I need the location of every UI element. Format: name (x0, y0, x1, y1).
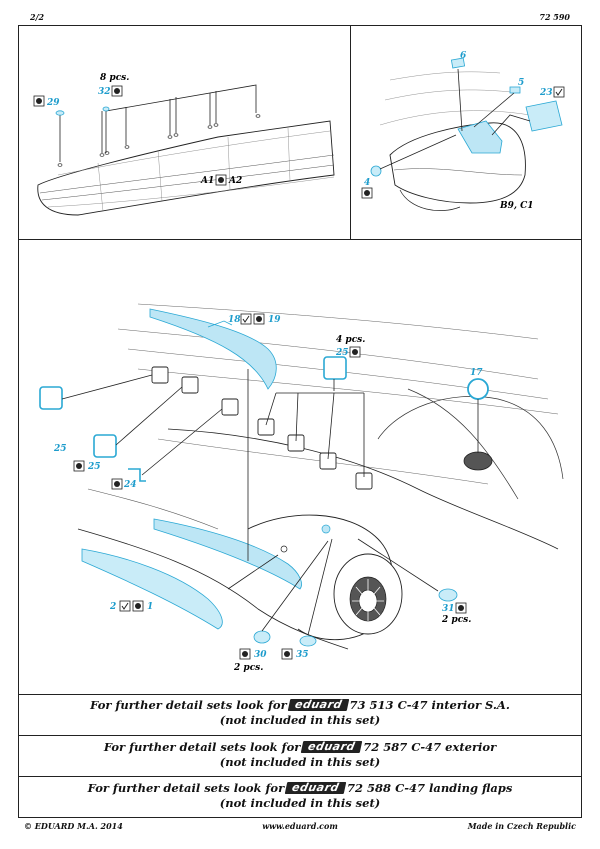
website-link[interactable]: www.eduard.com (262, 821, 338, 831)
svg-text:2 pcs.: 2 pcs. (441, 615, 471, 625)
cockpit-illustration: 6 5 23 4 B9, C1 (361, 51, 565, 211)
svg-text:2 pcs.: 2 pcs. (233, 663, 263, 673)
set-number: 72 590 (539, 12, 570, 22)
svg-text:19: 19 (268, 315, 281, 325)
note-divider (18, 735, 582, 736)
part-6-label: 6 (460, 51, 467, 61)
svg-text:18: 18 (228, 315, 241, 325)
notes-frame (18, 694, 582, 818)
eduard-logo: eduard (301, 740, 363, 753)
svg-text:24: 24 (123, 480, 137, 490)
caption-b9-c1: B9, C1 (499, 201, 534, 211)
svg-text:2: 2 (109, 602, 116, 612)
svg-text:1: 1 (147, 602, 153, 612)
part-25-left-label: 25 (53, 444, 67, 454)
part-32-label: 32 (98, 85, 123, 97)
part-2-1-label: 2 1 (109, 600, 153, 612)
svg-text:23: 23 (539, 88, 553, 98)
caption-a1-a2: A1 A2 (200, 174, 242, 186)
part-18-19-label: 18 19 (228, 313, 281, 325)
part-24-label: 24 (111, 478, 137, 490)
svg-text:30: 30 (254, 650, 267, 660)
part-5-label: 5 (518, 78, 524, 88)
svg-text:32: 32 (98, 87, 111, 97)
svg-text:25: 25 (87, 462, 101, 472)
part-25-top-label: 25 (335, 346, 361, 358)
part-25-mid-label: 25 (73, 460, 101, 472)
eduard-logo: eduard (284, 781, 347, 794)
part-17-label: 17 (470, 368, 483, 378)
svg-text:29: 29 (46, 98, 60, 108)
part-4-label: 4 (361, 178, 373, 199)
part-30-label: 30 2 pcs. (233, 648, 267, 673)
part-29-label: 29 (33, 95, 60, 108)
qty-8-pcs: 8 pcs. (100, 73, 129, 83)
svg-text:4: 4 (364, 178, 370, 188)
origin: Made in Czech Republic (467, 821, 576, 831)
note-divider (18, 776, 582, 777)
part-23-label: 23 (539, 86, 565, 98)
svg-text:31: 31 (442, 604, 455, 614)
svg-text:A1: A1 (200, 176, 214, 186)
part-31-label: 31 2 pcs. (441, 602, 471, 625)
svg-text:A2: A2 (228, 176, 242, 186)
wing-illustration: 29 32 8 pcs. A1 A2 (33, 73, 335, 216)
fuselage-illustration: 18 19 4 pcs. 25 17 25 25 24 2 1 30 2 pcs… (39, 303, 564, 673)
qty-windows: 4 pcs. (336, 335, 365, 345)
part-35-label: 35 (281, 648, 309, 660)
svg-text:25: 25 (335, 348, 349, 358)
svg-text:35: 35 (296, 650, 309, 660)
copyright: © EDUARD M.A. 2014 (24, 821, 123, 831)
page-number: 2/2 (30, 12, 45, 22)
eduard-logo: eduard (287, 698, 349, 711)
